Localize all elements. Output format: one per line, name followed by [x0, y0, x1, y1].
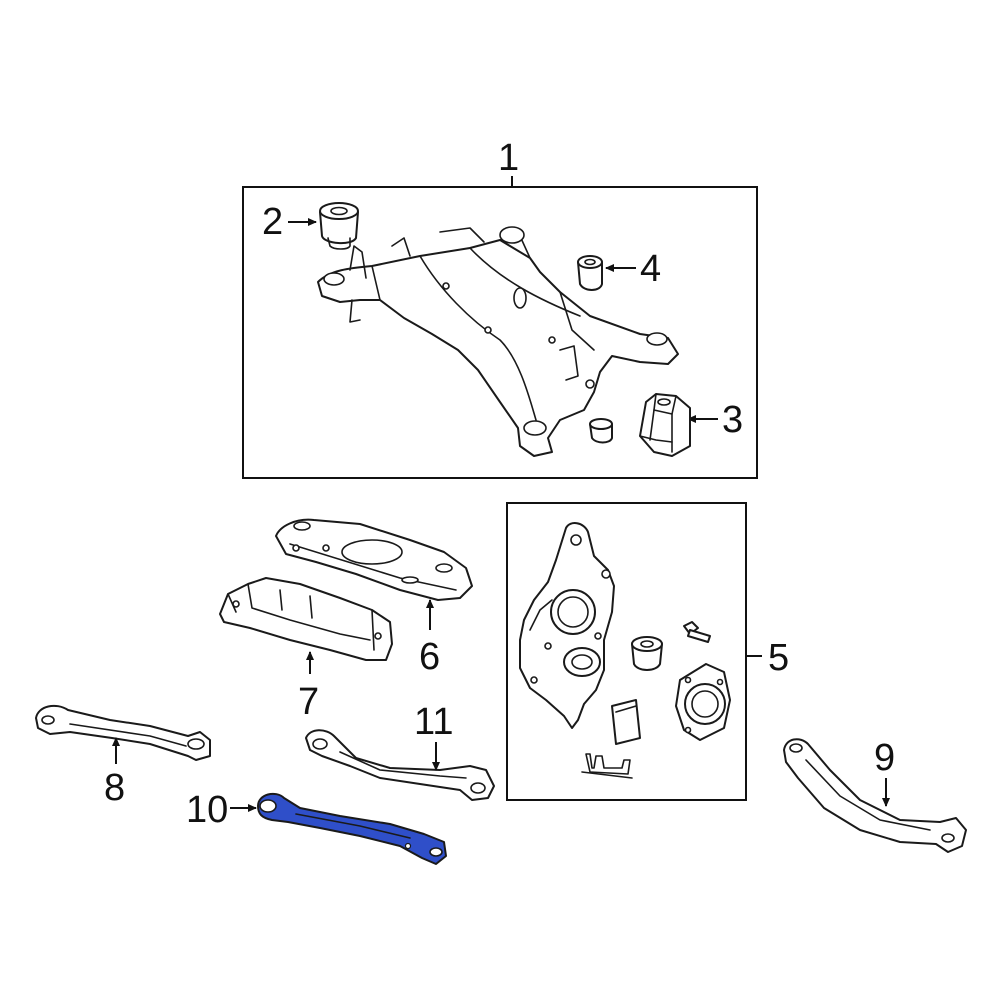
knuckle-clip	[581, 753, 633, 779]
callout-3-group: 3	[639, 393, 743, 457]
callout-2-label: 2	[262, 201, 283, 243]
callout-5-group: 5	[506, 502, 789, 801]
subframe-bushing-2	[319, 202, 359, 250]
bushing-sleeve	[589, 418, 613, 444]
control-link-11	[305, 729, 495, 801]
callout-4-group: 4	[577, 248, 661, 291]
callout-8-label: 8	[104, 767, 125, 809]
callout-4-label: 4	[640, 248, 661, 290]
knuckle-insert	[611, 699, 641, 745]
callout-10-label: 10	[186, 789, 228, 831]
knuckle-bushing	[631, 636, 663, 671]
control-arm-shield	[219, 577, 393, 661]
callout-11-group: 11	[305, 701, 495, 801]
callout-2-group: 2	[262, 201, 359, 250]
callout-5-label: 5	[768, 637, 789, 679]
callout-9-label: 9	[874, 737, 895, 779]
callout-1-group: 1	[242, 137, 758, 479]
knuckle-bolt	[683, 621, 711, 643]
callout-1-label: 1	[498, 137, 519, 179]
lower-control-arm	[275, 518, 473, 601]
rear-subframe	[317, 226, 679, 457]
camber-link-8	[35, 704, 211, 761]
subframe-box	[242, 186, 758, 479]
toe-link-9	[783, 738, 967, 853]
callout-6-group: 6	[275, 518, 473, 678]
callout-8-group: 8	[35, 704, 211, 809]
trailing-arm-10-highlighted	[257, 792, 447, 865]
callout-7-label: 7	[298, 681, 319, 723]
subframe-mount-3	[639, 393, 691, 457]
subframe-bushing-4	[577, 255, 603, 291]
callout-3-label: 3	[722, 399, 743, 441]
steering-knuckle	[519, 522, 615, 729]
callout-7-group: 7	[219, 577, 393, 723]
callout-10-group: 10	[186, 789, 447, 865]
callout-9-group: 9	[783, 737, 967, 853]
callout-11-label: 11	[414, 701, 453, 743]
knuckle-box	[506, 502, 747, 801]
callout-6-label: 6	[419, 636, 440, 678]
wheel-bearing-hub	[675, 663, 731, 741]
